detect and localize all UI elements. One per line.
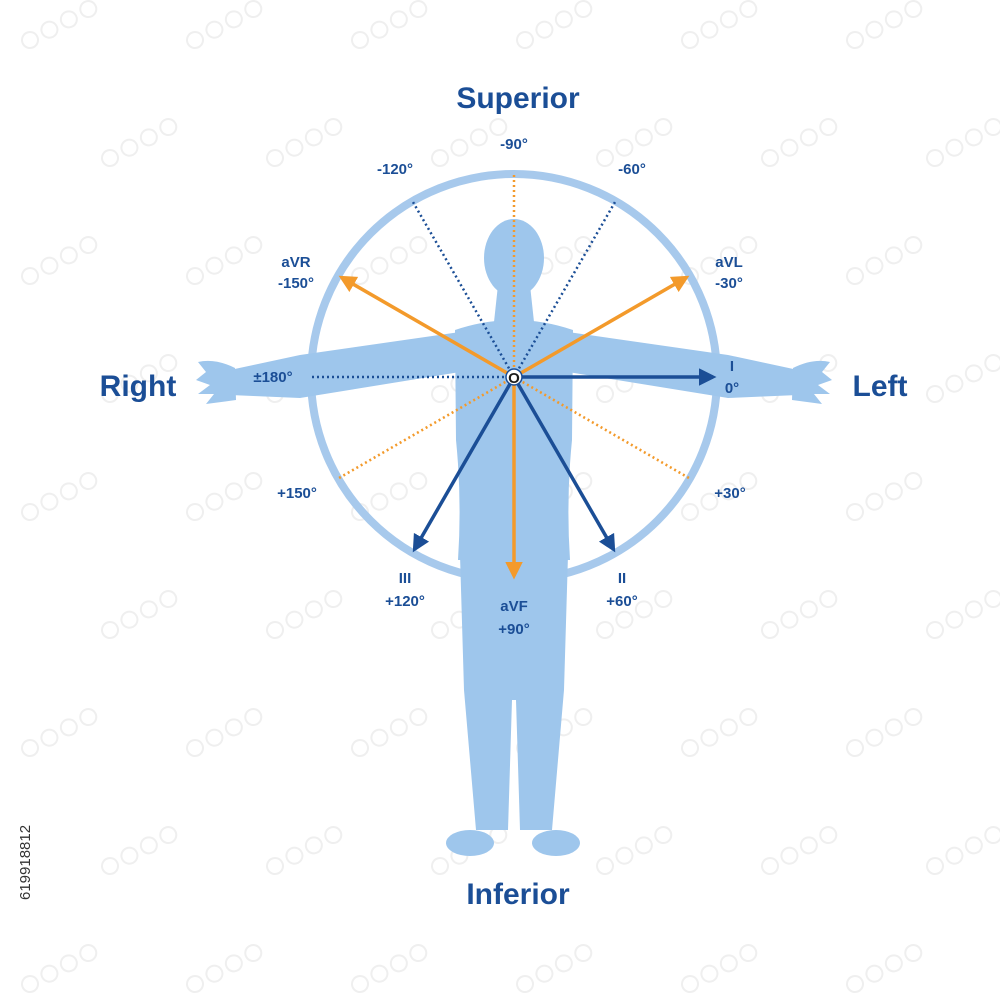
lead-name-avl: aVL	[715, 254, 743, 271]
lead-arrow-avr	[338, 275, 515, 379]
lead-name-avr: aVR	[281, 254, 310, 271]
stock-id: 619918812	[17, 825, 34, 900]
lead-angle-ii: +60°	[606, 593, 637, 610]
watermark-mark	[681, 472, 758, 521]
watermark-mark	[351, 944, 428, 993]
angle-label-plus-minus-180: ±180°	[253, 369, 292, 386]
center-point	[505, 368, 523, 386]
angle-label-plus-150: +150°	[277, 485, 317, 502]
lead-angle-iii: +120°	[385, 593, 425, 610]
dotted-axes	[311, 174, 691, 480]
lead-arrow-iii	[412, 376, 516, 553]
watermark-mark	[21, 708, 98, 757]
watermark-mark	[516, 0, 593, 49]
watermark-mark	[266, 590, 343, 639]
direction-right: Right	[100, 370, 177, 403]
direction-superior: Superior	[456, 82, 580, 115]
watermark-mark	[351, 0, 428, 49]
watermark-mark	[761, 826, 838, 875]
watermark-mark	[596, 826, 673, 875]
lead-angle-i: 0°	[725, 380, 739, 397]
watermark-mark	[846, 236, 923, 285]
watermark-mark	[681, 944, 758, 993]
watermark-mark	[516, 944, 593, 993]
angle-label-minus-120: -120°	[377, 161, 413, 178]
watermark-mark	[846, 944, 923, 993]
watermark-mark	[681, 0, 758, 49]
lead-name-avf: aVF	[500, 598, 528, 615]
watermark-mark	[266, 826, 343, 875]
watermark-mark	[926, 590, 1000, 639]
watermark-mark	[186, 0, 263, 49]
watermark-mark	[101, 826, 178, 875]
direction-inferior: Inferior	[466, 878, 570, 911]
lead-name-i: I	[730, 358, 734, 375]
watermark-mark	[101, 354, 178, 403]
dotted-axis-minus-60	[512, 200, 617, 378]
lead-arrow-ii	[512, 376, 616, 553]
dotted-axis-plus-30	[513, 375, 691, 480]
angle-label-plus-30: +30°	[714, 485, 745, 502]
center-label: O	[508, 370, 520, 387]
watermark-mark	[596, 118, 673, 167]
watermark-mark	[431, 118, 508, 167]
lead-name-ii: II	[618, 570, 626, 587]
watermark-mark	[266, 118, 343, 167]
watermark-mark	[21, 944, 98, 993]
lead-angle-avf: +90°	[498, 621, 529, 638]
watermark-mark	[101, 118, 178, 167]
watermark-mark	[761, 590, 838, 639]
watermark-mark	[846, 472, 923, 521]
lead-name-iii: III	[399, 570, 412, 587]
watermark-mark	[681, 708, 758, 757]
lead-arrows	[338, 275, 717, 580]
watermark-mark	[761, 118, 838, 167]
watermark-mark	[186, 708, 263, 757]
direction-left: Left	[853, 370, 908, 403]
dotted-axis-plus-150	[337, 375, 515, 480]
watermark-mark	[351, 708, 428, 757]
watermark-mark	[926, 826, 1000, 875]
watermark-mark	[186, 236, 263, 285]
lead-angle-avl: -30°	[715, 275, 743, 292]
lead-angle-avr: -150°	[278, 275, 314, 292]
watermark-mark	[596, 590, 673, 639]
angle-label-minus-60: -60°	[618, 161, 646, 178]
watermark-mark	[21, 0, 98, 49]
watermark-mark	[186, 944, 263, 993]
watermark-mark	[101, 590, 178, 639]
watermark-mark	[846, 0, 923, 49]
angle-label-minus-90: -90°	[500, 136, 528, 153]
dotted-axis-minus-120	[411, 200, 516, 378]
watermark-mark	[21, 236, 98, 285]
watermark-mark	[21, 472, 98, 521]
lead-arrow-avl	[513, 275, 690, 379]
watermark-mark	[186, 472, 263, 521]
watermark-mark	[926, 118, 1000, 167]
watermark-mark	[846, 708, 923, 757]
watermark-mark	[926, 354, 1000, 403]
